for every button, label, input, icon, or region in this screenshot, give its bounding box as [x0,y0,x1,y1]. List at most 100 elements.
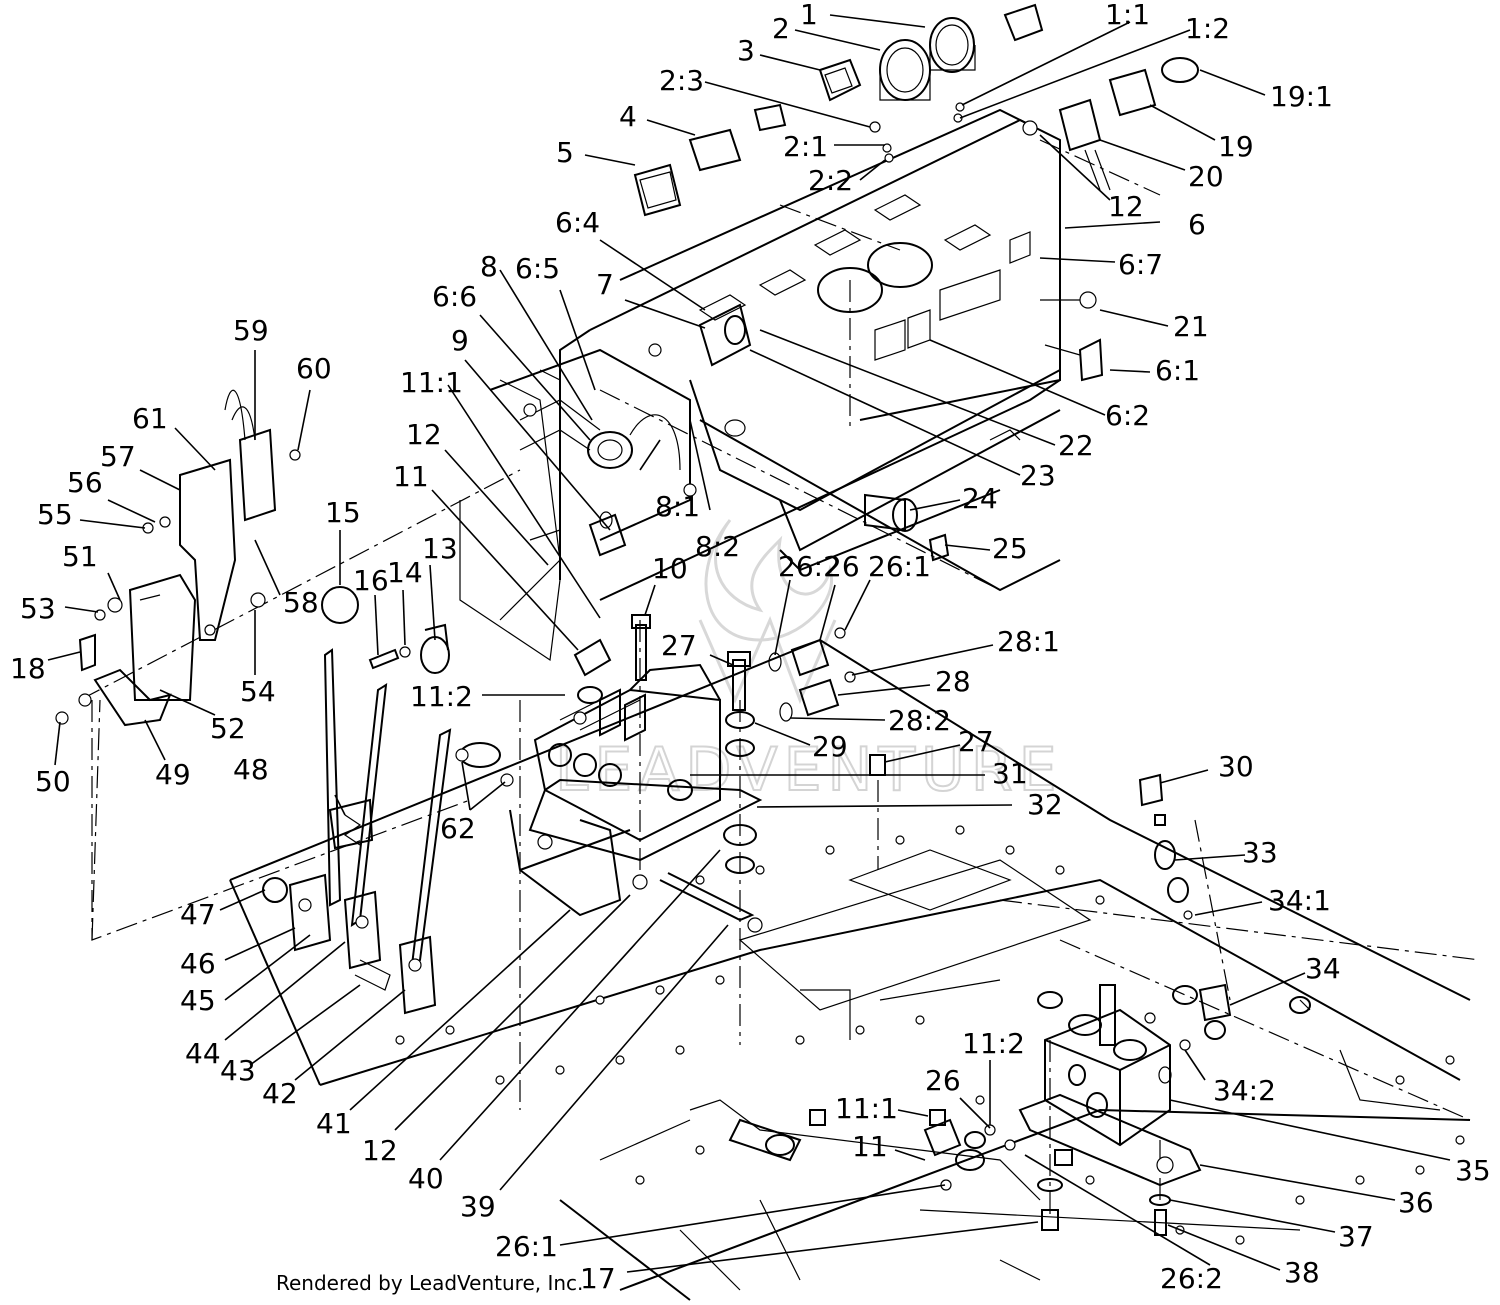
callout-56: 56 [67,466,103,499]
callout-12-upper: 12 [1108,190,1144,223]
callout-19-1: 19:1 [1270,80,1333,113]
callout-30: 30 [1218,750,1254,783]
callout-17: 17 [580,1262,616,1295]
callout-11-2-upper: 11:2 [410,680,473,713]
callout-39: 39 [460,1190,496,1223]
callout-2-3: 2:3 [659,64,704,97]
callout-34-1: 34:1 [1268,884,1331,917]
rendered-by-credit: Rendered by LeadVenture, Inc. [276,1271,583,1295]
callout-5: 5 [556,136,574,169]
callout-50: 50 [35,765,71,798]
chassis-frame [229,638,1471,1301]
leader-lines [47,14,1451,1273]
callout-12-lower: 12 [362,1134,398,1167]
callout-2: 2 [772,12,790,45]
callout-12-mid: 12 [406,418,442,451]
callout-6-1: 6:1 [1155,354,1200,387]
alignment-lines [79,139,1481,1220]
callout-26-1-lower: 26:1 [495,1230,558,1263]
callout-41: 41 [316,1107,352,1140]
callout-32: 32 [1027,788,1063,821]
callout-13: 13 [422,532,458,565]
callout-1-1: 1:1 [1105,0,1150,31]
callout-8-2: 8:2 [695,530,740,563]
callout-6-5: 6:5 [515,252,560,285]
callout-46: 46 [180,947,216,980]
watermark-text: LEADVENTURE [555,735,1063,805]
callout-44: 44 [185,1037,221,1070]
callout-18: 18 [10,652,46,685]
callout-34-2: 34:2 [1213,1074,1276,1107]
callout-2-2: 2:2 [808,164,853,197]
callout-11-lower: 11 [852,1130,888,1163]
callout-20: 20 [1188,160,1224,193]
callout-7: 7 [596,268,614,301]
callout-26-lower: 26 [925,1064,961,1097]
callout-29: 29 [812,730,848,763]
callout-1-2: 1:2 [1185,12,1230,45]
callout-3: 3 [737,34,755,67]
callout-45: 45 [180,984,216,1017]
callout-8: 8 [480,250,498,283]
watermark-logo [698,519,837,704]
callout-labels: 1 1:1 1:2 2 2:3 2:1 2:2 3 4 5 19:1 19 20… [10,0,1491,1295]
callout-26-1-upper: 26:1 [868,550,931,583]
callout-38: 38 [1284,1256,1320,1289]
callout-43: 43 [220,1054,256,1087]
callout-8-1: 8:1 [655,490,700,523]
callout-4: 4 [619,100,637,133]
callout-28-1: 28:1 [997,625,1060,658]
callout-2-1: 2:1 [783,130,828,163]
callout-62: 62 [440,812,476,845]
callout-15: 15 [325,496,361,529]
callout-16: 16 [353,564,389,597]
hydraulic-valve-assembly [509,614,886,933]
callout-34: 34 [1305,952,1341,985]
callout-57: 57 [100,440,136,473]
callout-14: 14 [387,556,423,589]
callout-54: 54 [240,675,276,708]
callout-11-2-lower: 11:2 [962,1027,1025,1060]
callout-27-upper: 27 [661,629,697,662]
callout-61: 61 [132,402,168,435]
gauges-and-switches [587,3,1199,562]
callout-36: 36 [1398,1186,1434,1219]
callout-52: 52 [210,712,246,745]
callout-26-2-lower: 26:2 [1160,1262,1223,1295]
callout-11-1-upper: 11:1 [400,366,463,399]
callout-48: 48 [233,753,269,786]
callout-37: 37 [1338,1220,1374,1253]
callout-6-4: 6:4 [555,206,600,239]
callout-6-7: 6:7 [1118,248,1163,281]
callout-26-upper: 26 [824,550,860,583]
callout-26-2-upper: 26:2 [778,550,841,583]
callout-55: 55 [37,498,73,531]
callout-1: 1 [800,0,818,31]
callout-35: 35 [1455,1154,1491,1187]
callout-40: 40 [408,1162,444,1195]
callout-28-2: 28:2 [888,704,951,737]
control-panel [459,108,1061,662]
callout-42: 42 [262,1077,298,1110]
callout-6-6: 6:6 [432,280,477,313]
callout-31: 31 [992,757,1028,790]
callout-51: 51 [62,540,98,573]
callout-58: 58 [283,586,319,619]
callout-24: 24 [962,482,998,515]
callout-11-1-lower: 11:1 [835,1092,898,1125]
callout-25: 25 [992,532,1028,565]
callout-6-2: 6:2 [1105,399,1150,432]
callout-9: 9 [451,324,469,357]
callout-21: 21 [1173,310,1209,343]
callout-28: 28 [935,665,971,698]
callout-22: 22 [1058,429,1094,462]
callout-10: 10 [652,552,688,585]
callout-33: 33 [1242,836,1278,869]
callout-11-upper: 11 [393,460,429,493]
right-valve-block [809,773,1311,1236]
callout-49: 49 [155,758,191,791]
control-levers [262,586,514,1015]
callout-6: 6 [1188,208,1206,241]
callout-47: 47 [180,898,216,931]
